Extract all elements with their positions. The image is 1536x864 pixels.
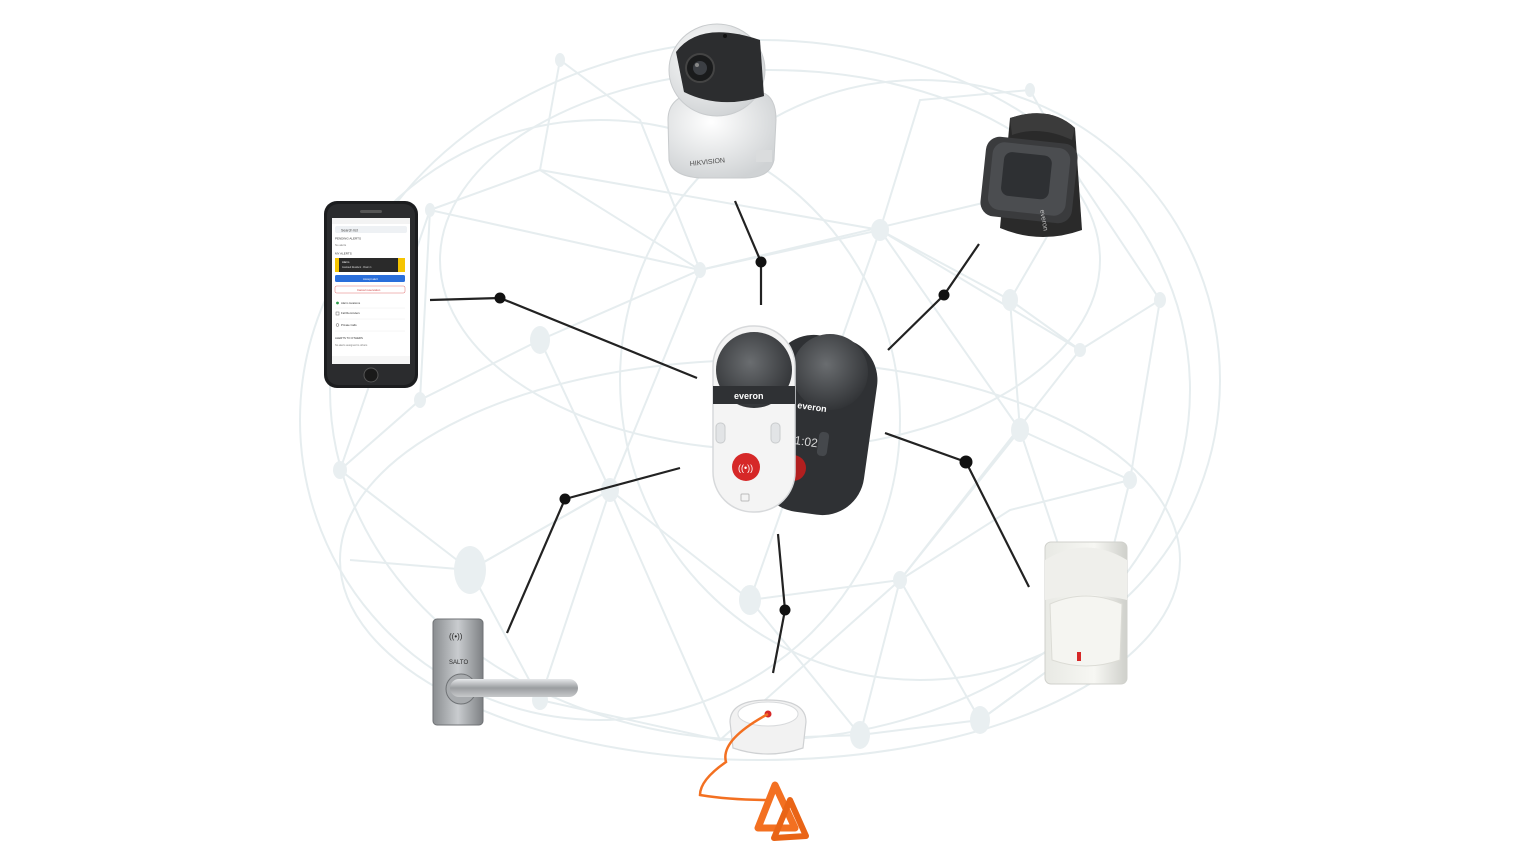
home-button-icon <box>363 367 379 383</box>
motion-sensor <box>1044 541 1128 685</box>
phone-call-icon <box>336 301 339 305</box>
sos-wireless-icon: ((•)) <box>738 463 753 473</box>
connector-motion-sensor <box>884 431 1030 588</box>
phone-menu-2: Fall Reminders <box>341 311 360 315</box>
phone-section-others: ALERTS TO OTHERS <box>335 336 363 340</box>
phone-secondary-button <box>334 285 406 294</box>
sos-button <box>732 453 760 481</box>
phone-menu-1: Alarm locations <box>341 301 361 305</box>
phone-primary-button <box>335 275 405 282</box>
door-handle <box>450 679 578 697</box>
connector-wristband <box>887 243 980 351</box>
rfid-reader-icon: ((•)) <box>449 632 463 641</box>
phone-alert-title: Alarm <box>342 260 350 264</box>
connector-phone <box>429 292 698 380</box>
phone-primary-button-label: Accept alert <box>363 277 378 281</box>
pull-cord-unit <box>698 699 809 841</box>
smartphone: Search list PENDING ALERTS No alerts MY … <box>324 201 418 388</box>
camera-brand: HIKVISION <box>689 157 725 168</box>
phone-no-alerts: No alerts <box>335 243 347 247</box>
background-mesh-network <box>299 39 1221 761</box>
phone-others-empty: No alerts assigned to others <box>335 343 368 347</box>
pan-tilt-camera: HIKVISION <box>667 23 777 179</box>
dark-unit-clock: 1:02 <box>794 433 819 450</box>
connector-door-lock <box>505 466 681 634</box>
wristband-button <box>1001 152 1052 200</box>
phone-section-my-alerts: MY ALERTS <box>335 252 352 256</box>
connector-camera <box>733 200 767 305</box>
motion-sensor-led <box>1077 652 1081 661</box>
electronic-door-lock: ((•)) SALTO <box>432 618 578 726</box>
connector-lines <box>429 200 1030 674</box>
connector-pull-cord <box>771 533 791 674</box>
hub-white-unit: everon ((•)) <box>712 325 796 513</box>
phone-search-text: Search list <box>341 229 358 233</box>
white-unit-brand: everon <box>734 391 764 401</box>
dark-speaker-grille <box>792 334 868 410</box>
dark-unit-brand: everon <box>797 400 828 414</box>
phone-reminder-icon <box>335 311 340 316</box>
phone-alert-card <box>335 258 405 272</box>
wristband-brand: everon <box>1038 209 1049 231</box>
wristband-pendant: everon <box>980 113 1082 238</box>
phone-secondary-button-label: Cancel reservation <box>357 288 381 292</box>
phone-private-call-icon <box>335 323 340 327</box>
phone-menu-3: Private Calls <box>341 323 357 327</box>
door-lock-brand: SALTO <box>449 660 468 666</box>
phone-section-pending: PENDING ALERTS <box>335 237 361 241</box>
phone-alert-subtitle: Assisted Resident · Room 1 <box>342 266 372 269</box>
